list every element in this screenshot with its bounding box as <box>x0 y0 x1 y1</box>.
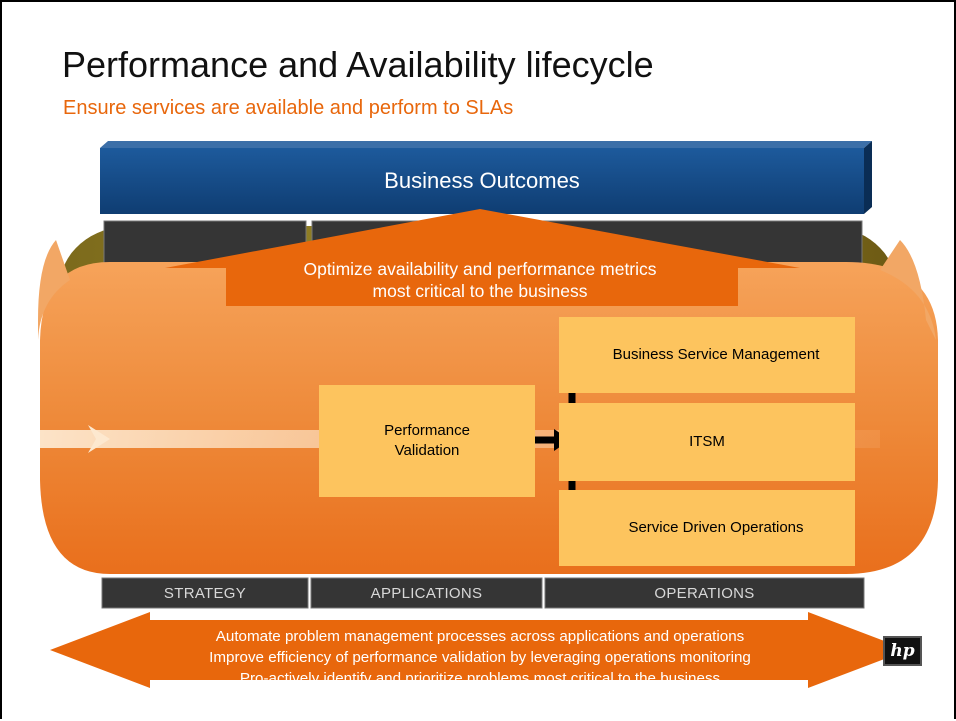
flow-arrowhead <box>88 425 110 453</box>
optimize-line-1: Optimize availability and performance me… <box>303 259 657 279</box>
slide-title: Performance and Availability lifecycle <box>62 44 654 85</box>
business-outcomes-bar <box>100 148 864 214</box>
hp-logo-text: hp <box>890 641 915 661</box>
performance-validation-box: Performance Validation <box>319 385 535 497</box>
benefits-text: Automate problem management processes ac… <box>130 626 830 689</box>
ring-right-edge <box>880 240 936 340</box>
itsm-label: ITSM <box>689 433 725 450</box>
business-outcomes-bar-side <box>864 141 872 214</box>
applications-label: APPLICATIONS <box>370 584 483 602</box>
strategy-label: STRATEGY <box>163 584 247 602</box>
performance-validation-line-2: Validation <box>394 442 460 459</box>
operations-label: OPERATIONS <box>654 584 755 602</box>
applications-column-bar <box>310 577 543 609</box>
sdo-box: Service Driven Operations <box>559 490 855 566</box>
optimize-line-2: most critical to the business <box>372 281 588 301</box>
hp-logo-icon: hp <box>883 636 922 666</box>
business-outcomes-bar-depth <box>100 141 872 148</box>
slide-subtitle: Ensure services are available and perfor… <box>63 97 514 119</box>
ring-left-edge <box>38 240 70 340</box>
itsm-box: ITSM <box>559 403 855 481</box>
business-outcomes-label: Business Outcomes <box>384 168 580 193</box>
benefit-line-3: Pro-actively identify and prioritize pro… <box>239 670 721 687</box>
sdo-label: Service Driven Operations <box>628 519 804 536</box>
bsm-label: Business Service Management <box>612 346 820 363</box>
benefit-line-1: Automate problem management processes ac… <box>215 628 745 645</box>
benefit-line-2: Improve efficiency of performance valida… <box>209 649 751 666</box>
optimize-arrow-text: Optimize availability and performance me… <box>225 258 735 302</box>
strategy-column-bar <box>101 577 309 609</box>
operations-column-bar <box>544 577 865 609</box>
bsm-box: Business Service Management <box>559 317 855 393</box>
performance-validation-line-1: Performance <box>384 422 470 439</box>
benefits-arrow <box>50 612 908 688</box>
optimize-arrow <box>165 209 800 306</box>
